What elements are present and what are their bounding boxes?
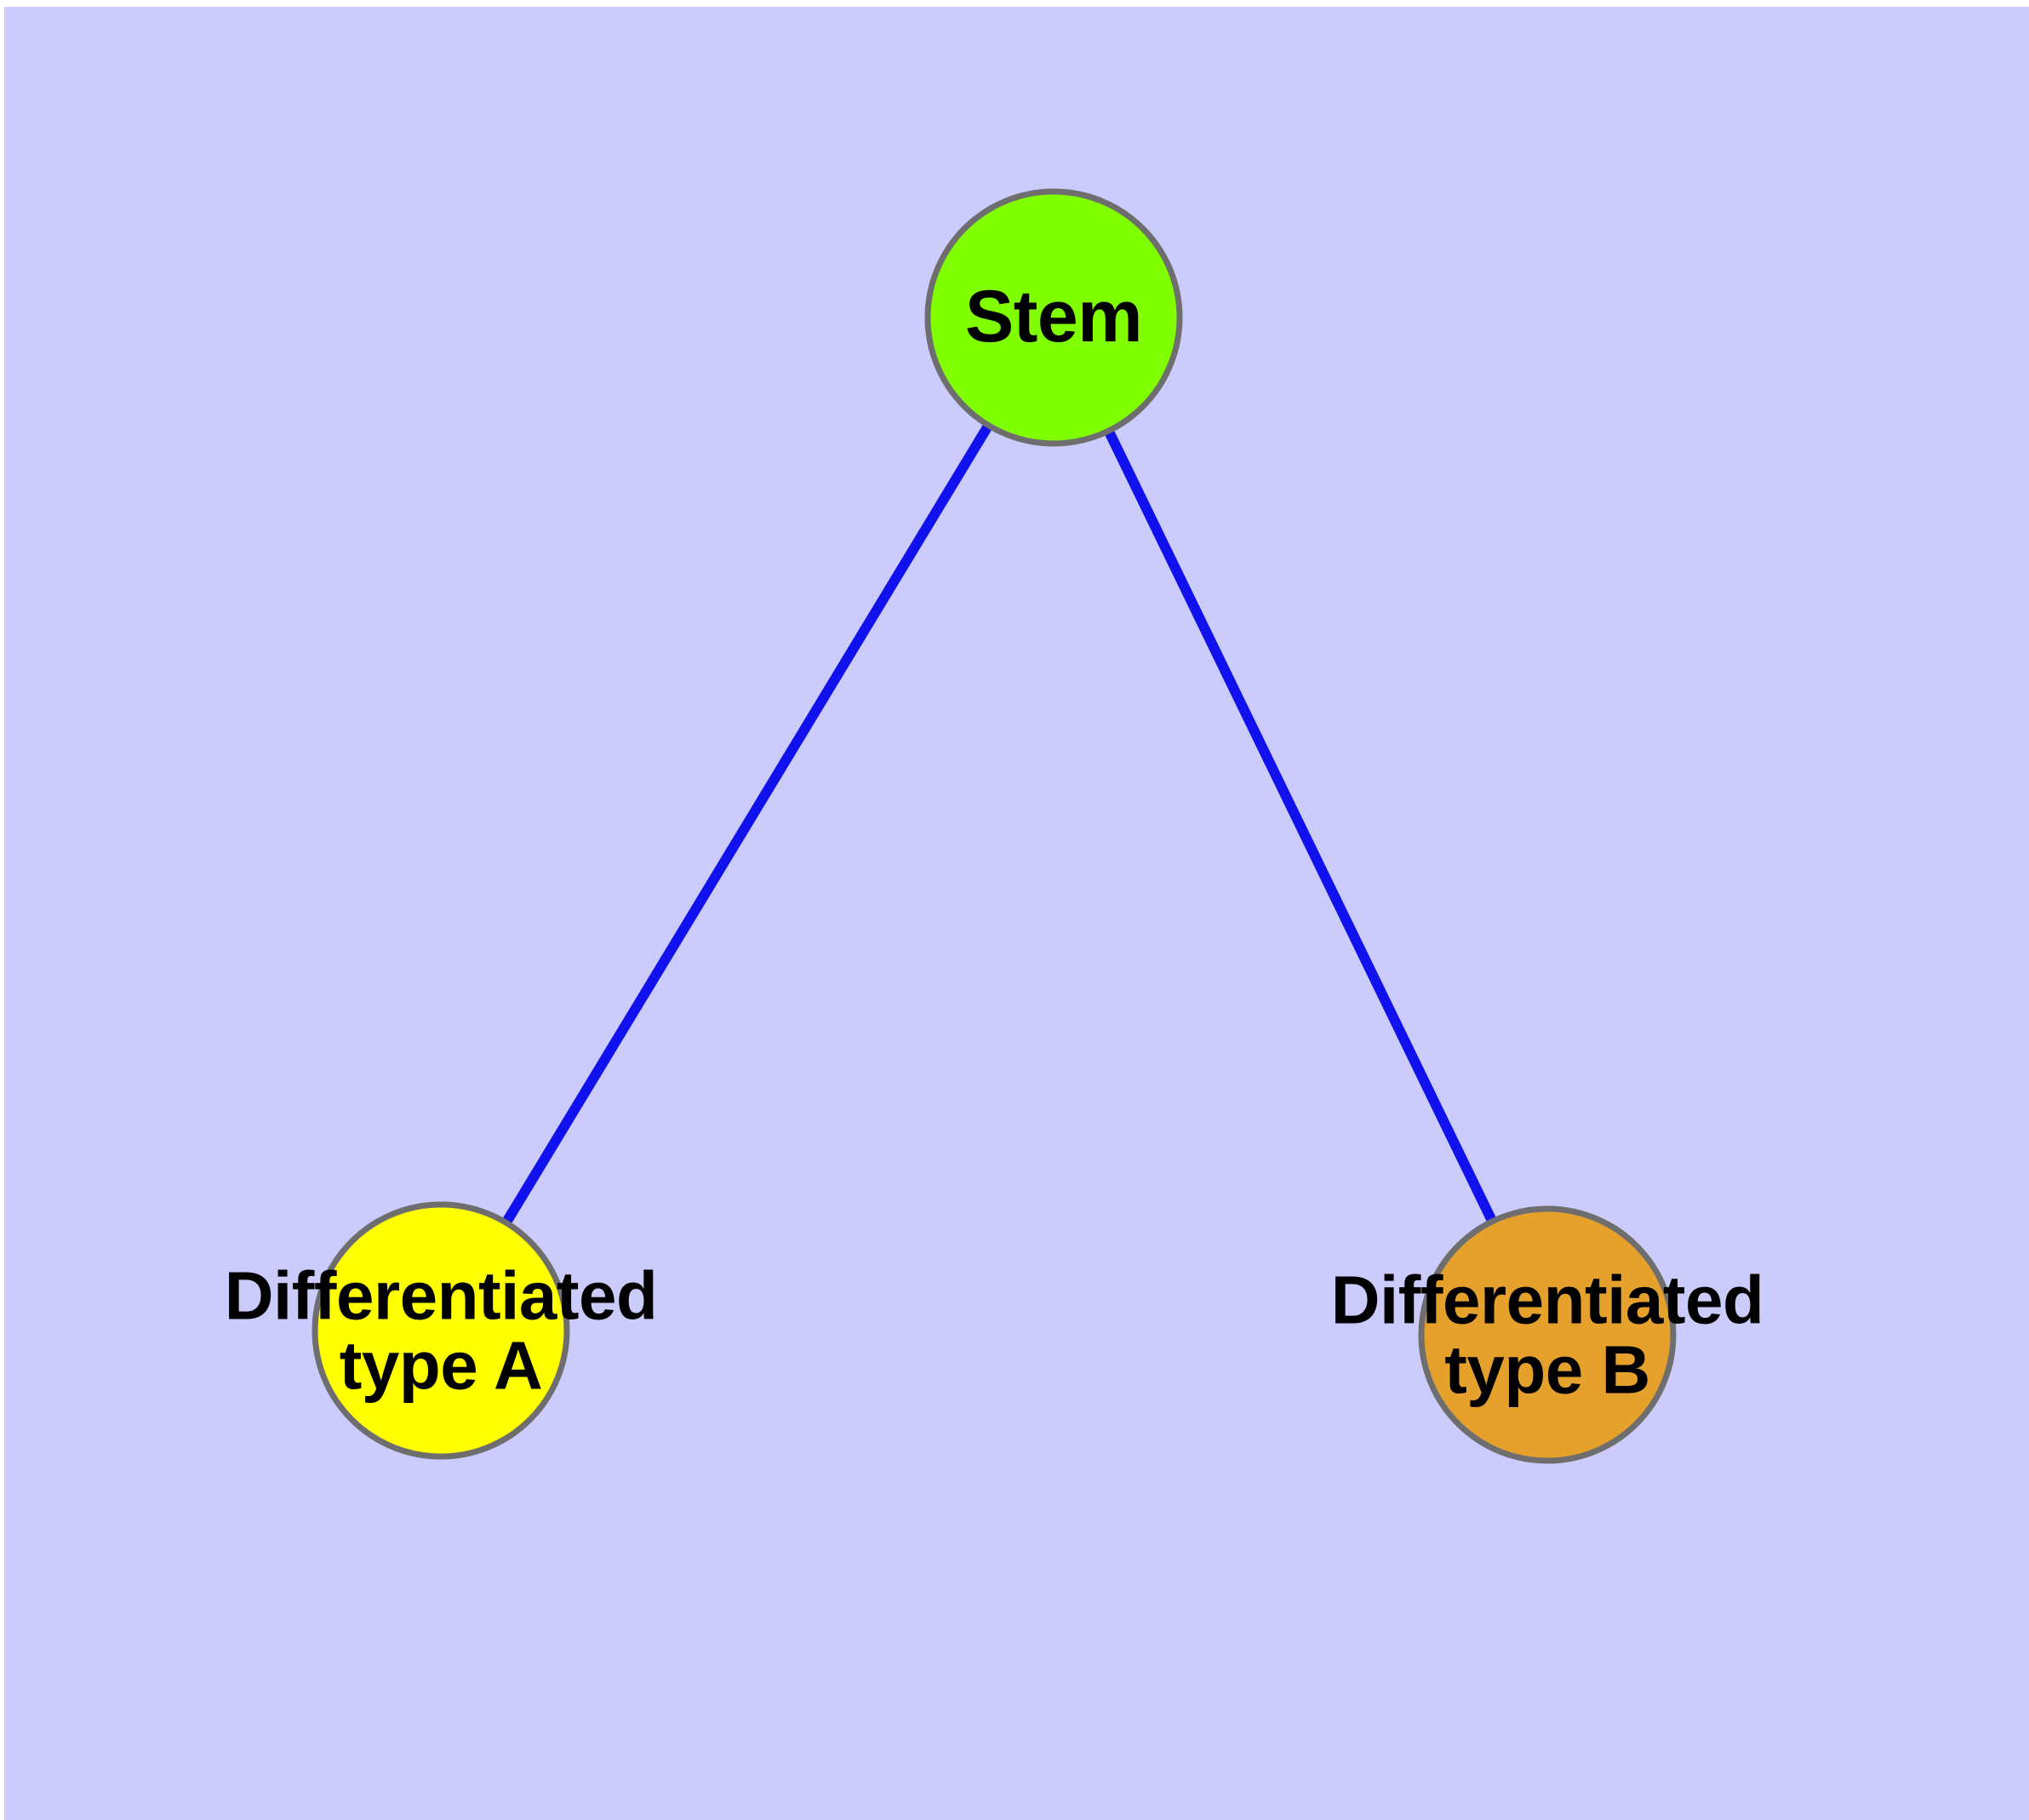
graph-node-stem[interactable] — [924, 188, 1183, 447]
graph-edge[interactable] — [1105, 430, 1496, 1222]
graph-node-diff_b[interactable] — [1418, 1205, 1677, 1464]
nodes-layer — [311, 188, 1677, 1464]
graph-edge[interactable] — [502, 424, 992, 1224]
edges-layer — [502, 424, 1496, 1224]
graph-node-diff_a[interactable] — [311, 1201, 570, 1460]
